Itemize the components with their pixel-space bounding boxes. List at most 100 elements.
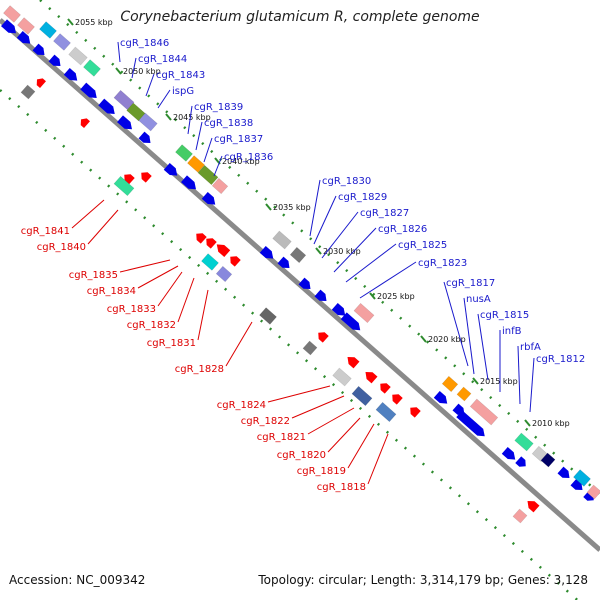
gene-label-forward[interactable]: cgR_1838: [204, 118, 253, 129]
gene-label-reverse[interactable]: cgR_1840: [37, 242, 86, 253]
feature-box[interactable]: [68, 46, 88, 66]
gene-arrow[interactable]: [193, 230, 207, 244]
gene-arrow[interactable]: [525, 498, 540, 513]
gene-label-forward[interactable]: cgR_1839: [194, 102, 243, 113]
gene-label-reverse[interactable]: cgR_1824: [217, 400, 266, 411]
feature-box[interactable]: [573, 469, 591, 487]
feature-box[interactable]: [53, 33, 71, 51]
gene-arrow[interactable]: [32, 43, 48, 59]
gene-arrow[interactable]: [1, 19, 19, 36]
gene-arrow[interactable]: [515, 456, 528, 469]
gene-label-forward[interactable]: infB: [502, 326, 522, 337]
gene-arrow[interactable]: [48, 54, 64, 70]
gene-arrow[interactable]: [407, 404, 421, 418]
gene-label-forward[interactable]: cgR_1830: [322, 176, 371, 187]
gene-arrow[interactable]: [433, 390, 450, 407]
gene-label-reverse[interactable]: cgR_1819: [297, 466, 346, 477]
feature-box[interactable]: [540, 452, 556, 468]
gene-label-reverse[interactable]: cgR_1834: [87, 286, 136, 297]
gene-arrow[interactable]: [80, 82, 99, 102]
gene-label-reverse[interactable]: cgR_1821: [257, 432, 306, 443]
gene-arrow[interactable]: [314, 289, 330, 305]
gene-label-forward[interactable]: cgR_1843: [156, 70, 205, 81]
gene-arrow[interactable]: [259, 245, 276, 262]
gene-label-forward[interactable]: cgR_1825: [398, 240, 447, 251]
gene-label-reverse[interactable]: cgR_1835: [69, 270, 118, 281]
gene-arrow[interactable]: [63, 67, 80, 84]
feature-box[interactable]: [83, 59, 101, 77]
feature-box[interactable]: [272, 230, 292, 250]
gene-label-forward[interactable]: nusA: [466, 294, 491, 305]
gene-label-forward[interactable]: cgR_1812: [536, 354, 585, 365]
gene-label-reverse[interactable]: cgR_1841: [21, 226, 70, 237]
gene-arrow[interactable]: [203, 235, 217, 249]
gene-arrow[interactable]: [298, 277, 314, 293]
gene-label-forward[interactable]: cgR_1844: [138, 54, 187, 65]
feature-box[interactable]: [302, 340, 318, 356]
feature-box[interactable]: [211, 177, 229, 195]
gene-label-forward[interactable]: cgR_1846: [120, 38, 169, 49]
gene-arrow[interactable]: [78, 116, 90, 129]
gene-arrow[interactable]: [501, 446, 518, 463]
gene-arrow[interactable]: [389, 391, 403, 405]
gene-arrow[interactable]: [201, 191, 218, 208]
gene-arrow[interactable]: [117, 115, 135, 132]
feature-box[interactable]: [332, 367, 352, 387]
gene-arrow[interactable]: [16, 30, 33, 47]
feature-box[interactable]: [469, 398, 499, 426]
gene-arrow[interactable]: [377, 380, 391, 394]
feature-box[interactable]: [441, 375, 459, 393]
gene-arrow[interactable]: [331, 302, 348, 319]
feature-box[interactable]: [138, 112, 158, 132]
feature-box[interactable]: [201, 253, 219, 271]
gene-label-forward[interactable]: cgR_1836: [224, 152, 273, 163]
gene-label-reverse[interactable]: cgR_1832: [127, 320, 176, 331]
feature-box[interactable]: [456, 386, 472, 402]
feature-box[interactable]: [259, 307, 277, 325]
gene-arrow[interactable]: [214, 241, 231, 258]
gene-arrow[interactable]: [340, 312, 363, 333]
gene-arrow[interactable]: [138, 131, 154, 147]
gene-arrow[interactable]: [315, 329, 329, 343]
gene-label-forward[interactable]: cgR_1829: [338, 192, 387, 203]
feature-box[interactable]: [586, 484, 600, 500]
gene-arrow[interactable]: [98, 98, 117, 118]
feature-box[interactable]: [39, 21, 57, 39]
gene-arrow[interactable]: [363, 369, 378, 384]
gene-label-reverse[interactable]: cgR_1828: [175, 364, 224, 375]
feature-box[interactable]: [512, 508, 528, 524]
gene-label-reverse[interactable]: cgR_1822: [241, 416, 290, 427]
feature-box[interactable]: [197, 164, 219, 186]
gene-label-forward[interactable]: cgR_1823: [418, 258, 467, 269]
feature-box[interactable]: [17, 17, 35, 35]
gene-label-forward[interactable]: cgR_1826: [378, 224, 427, 235]
gene-arrow[interactable]: [277, 256, 293, 272]
feature-box[interactable]: [289, 246, 307, 264]
feature-box[interactable]: [113, 175, 135, 197]
gene-label-reverse[interactable]: cgR_1820: [277, 450, 326, 461]
gene-label-forward[interactable]: cgR_1827: [360, 208, 409, 219]
gene-arrow[interactable]: [138, 169, 152, 183]
gene-arrow[interactable]: [345, 354, 360, 369]
gene-arrow[interactable]: [181, 175, 199, 192]
gene-label-forward[interactable]: cgR_1837: [214, 134, 263, 145]
feature-box[interactable]: [351, 385, 373, 407]
feature-box[interactable]: [20, 84, 36, 100]
gene-arrow[interactable]: [557, 466, 573, 482]
gene-label-forward[interactable]: cgR_1815: [480, 310, 529, 321]
gene-label-reverse[interactable]: cgR_1831: [147, 338, 196, 349]
feature-box[interactable]: [375, 401, 397, 423]
gene-arrow[interactable]: [456, 410, 487, 439]
feature-box[interactable]: [3, 5, 21, 23]
gene-label-reverse[interactable]: cgR_1833: [107, 304, 156, 315]
feature-box[interactable]: [187, 155, 205, 173]
gene-arrow[interactable]: [163, 162, 180, 179]
feature-box[interactable]: [175, 144, 193, 162]
gene-arrow[interactable]: [227, 253, 241, 267]
gene-label-forward[interactable]: rbfA: [520, 342, 541, 353]
feature-box[interactable]: [514, 432, 534, 452]
gene-arrow[interactable]: [34, 76, 46, 89]
feature-box[interactable]: [215, 265, 233, 283]
gene-label-reverse[interactable]: cgR_1818: [317, 482, 366, 493]
feature-box[interactable]: [353, 302, 375, 324]
